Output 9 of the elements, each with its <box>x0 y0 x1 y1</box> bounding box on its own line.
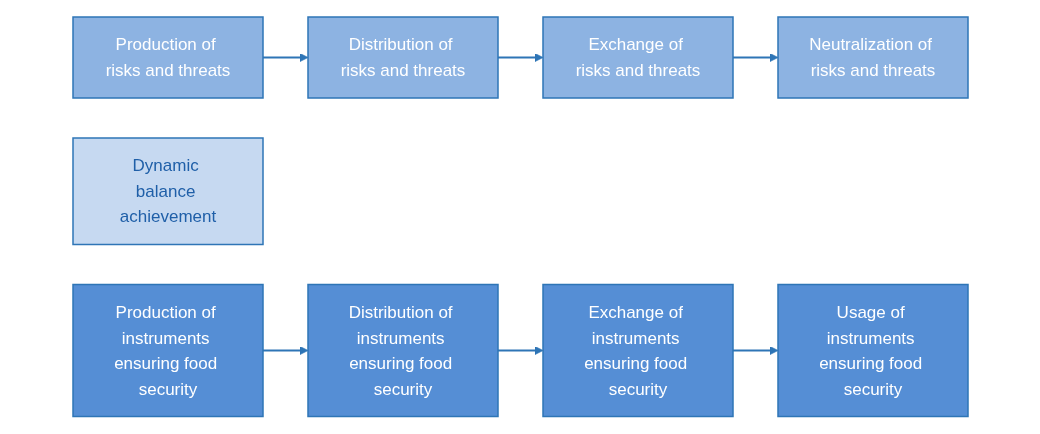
node-box: Production of instruments ensuring food security <box>71 284 264 418</box>
node-box: Production of risks and threats <box>71 16 264 99</box>
node-box: Exchange of instruments ensuring food security <box>541 284 734 418</box>
node-box: Distribution of risks and threats <box>306 16 499 99</box>
node-box: Usage of instruments ensuring food security <box>776 284 969 418</box>
node-box: Exchange of risks and threats <box>541 16 734 99</box>
node-box: Neutralization of risks and threats <box>776 16 969 99</box>
node-box: Distribution of instruments ensuring food security <box>306 284 499 418</box>
node-box: Dynamic balance achievement <box>71 137 264 246</box>
